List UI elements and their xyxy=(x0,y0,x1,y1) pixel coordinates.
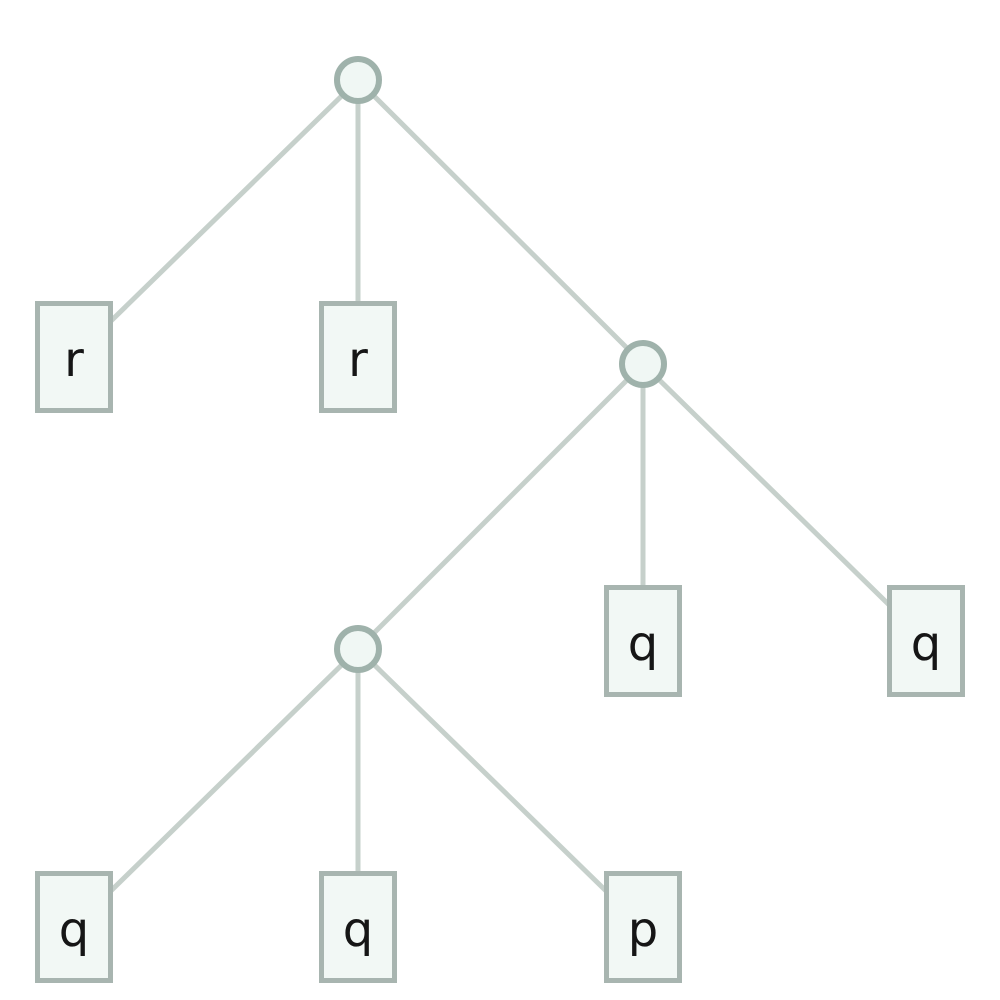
leaf-node-p-bottom-right: p xyxy=(604,871,682,983)
leaf-node-q-bottom-mid: q xyxy=(319,871,397,983)
internal-node-root xyxy=(334,56,382,104)
leaf-node-q-bottom-left: q xyxy=(35,871,113,983)
edge-n2-to-n3 xyxy=(356,362,645,651)
edge-n2-to-qright xyxy=(641,362,928,643)
internal-node-lower xyxy=(334,625,382,673)
edge-n3-to-p xyxy=(356,647,645,929)
leaf-node-q-mid: q xyxy=(604,585,682,697)
internal-node-mid xyxy=(619,340,667,388)
edge-root-to-r1 xyxy=(72,78,360,359)
leaf-node-r2: r xyxy=(319,301,397,413)
leaf-node-q-right: q xyxy=(887,585,965,697)
edge-n3-to-qbl xyxy=(72,647,360,929)
edge-root-to-n2 xyxy=(356,78,645,366)
leaf-node-r1: r xyxy=(35,301,113,413)
